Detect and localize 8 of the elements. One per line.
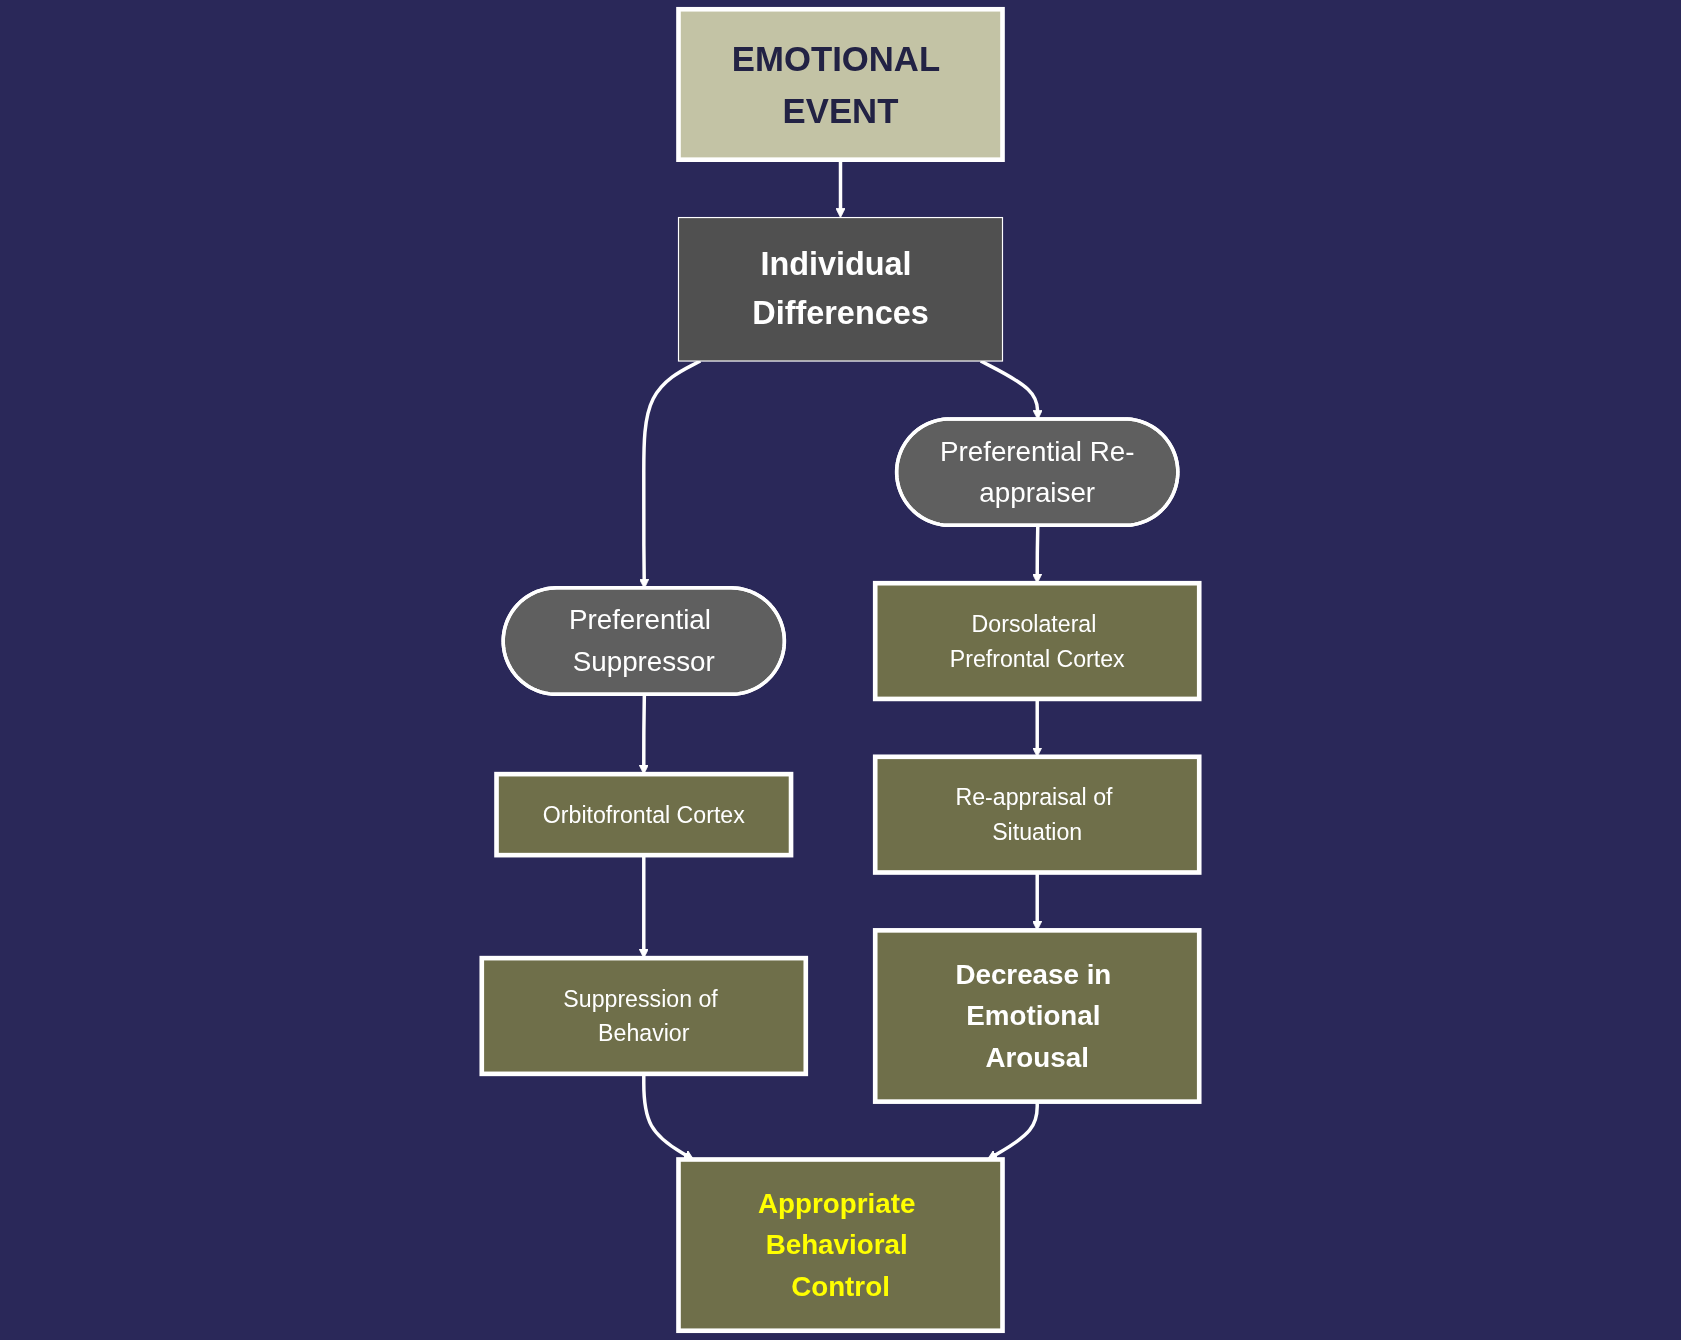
node-box: Suppression of Behavior <box>479 955 809 1077</box>
node-box: Re-appraisal of Situation <box>872 754 1202 875</box>
node-box: Decrease in Emotional Arousal <box>872 928 1202 1104</box>
node-box: Individual Differences <box>677 216 1004 362</box>
node-box: Dorsolateral Prefrontal Cortex <box>872 580 1202 702</box>
node-box: Appropriate Behavioral Control <box>676 1157 1005 1334</box>
node-box: Orbitofrontal Cortex <box>494 771 794 858</box>
node-box: EMOTIONAL EVENT <box>676 6 1005 162</box>
